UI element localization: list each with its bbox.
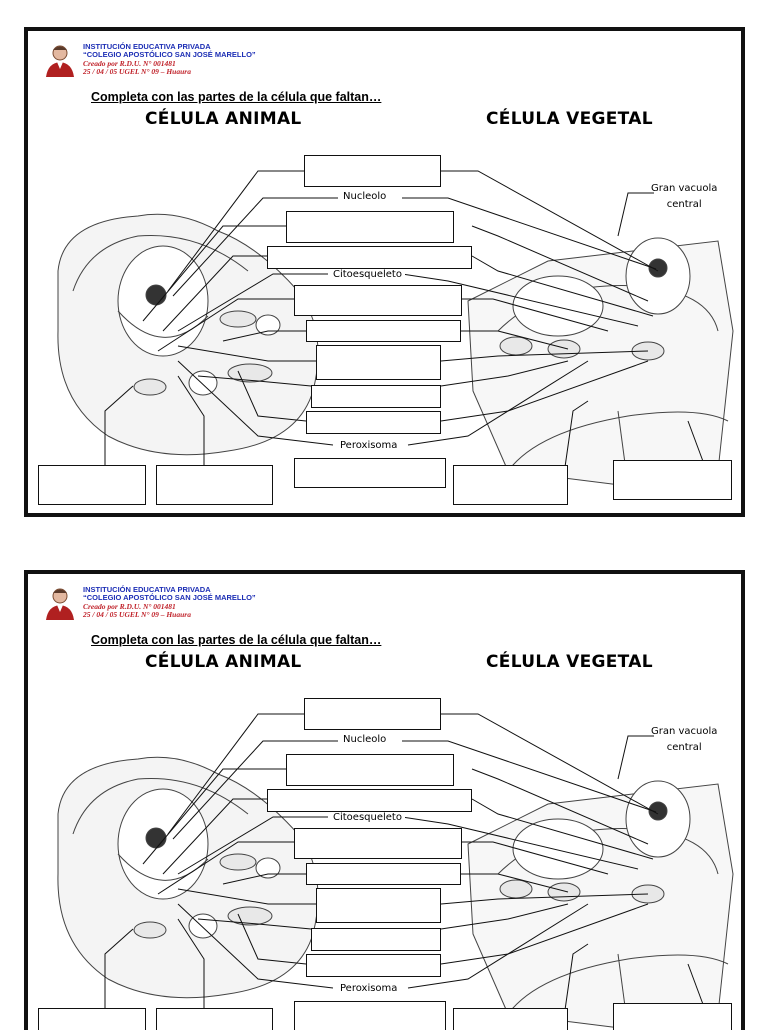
answer-box[interactable]	[311, 928, 441, 951]
label-gran-vacuola-line2: central	[651, 740, 717, 756]
answer-box[interactable]	[38, 1008, 146, 1030]
answer-box[interactable]	[613, 1003, 732, 1030]
label-nucleolo: Nucleolo	[340, 734, 389, 745]
answer-box[interactable]	[294, 828, 462, 859]
label-peroxisoma: Peroxisoma	[337, 983, 400, 994]
label-citoesqueleto: Citoesqueleto	[330, 812, 405, 823]
answer-box[interactable]	[453, 465, 568, 505]
answer-box[interactable]	[304, 155, 441, 187]
answer-box[interactable]	[306, 954, 441, 977]
answer-box[interactable]	[306, 320, 461, 342]
label-gran-vacuola-line1: Gran vacuola	[651, 724, 717, 740]
answer-box[interactable]	[613, 460, 732, 500]
answer-box[interactable]	[316, 345, 441, 380]
answer-box[interactable]	[304, 698, 441, 730]
answer-box[interactable]	[267, 246, 472, 269]
label-peroxisoma: Peroxisoma	[337, 440, 400, 451]
worksheet: INSTITUCIÓN EDUCATIVA PRIVADA “COLEGIO A…	[24, 27, 745, 517]
answer-box[interactable]	[306, 411, 441, 434]
answer-box[interactable]	[311, 385, 441, 408]
label-gran-vacuola-line2: central	[651, 197, 717, 213]
answer-box[interactable]	[294, 458, 446, 488]
label-citoesqueleto: Citoesqueleto	[330, 269, 405, 280]
answer-box[interactable]	[286, 211, 454, 243]
label-gran-vacuola: Gran vacuola central	[651, 724, 717, 756]
worksheet-copy: INSTITUCIÓN EDUCATIVA PRIVADA “COLEGIO A…	[24, 570, 745, 1030]
answer-box[interactable]	[316, 888, 441, 923]
answer-box[interactable]	[286, 754, 454, 786]
answer-box[interactable]	[294, 1001, 446, 1030]
answer-box[interactable]	[267, 789, 472, 812]
label-gran-vacuola-line1: Gran vacuola	[651, 181, 717, 197]
answer-box[interactable]	[294, 285, 462, 316]
answer-box[interactable]	[453, 1008, 568, 1030]
label-gran-vacuola: Gran vacuola central	[651, 181, 717, 213]
answer-box[interactable]	[306, 863, 461, 885]
answer-box[interactable]	[38, 465, 146, 505]
answer-box[interactable]	[156, 465, 273, 505]
label-nucleolo: Nucleolo	[340, 191, 389, 202]
answer-box[interactable]	[156, 1008, 273, 1030]
